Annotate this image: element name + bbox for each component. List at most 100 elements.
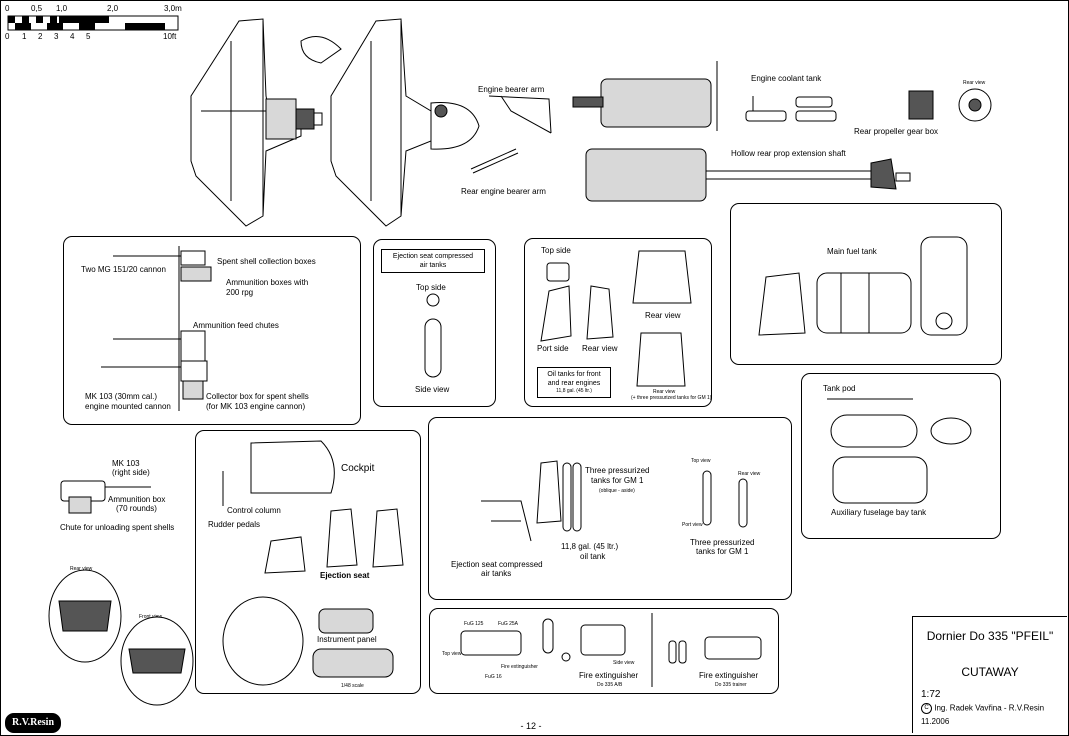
label-gm1-tanks-b-2: tanks for GM 1	[696, 547, 749, 556]
canopy-part	[300, 36, 342, 64]
label-gm1-oblique: (oblique - aside)	[599, 488, 635, 494]
scale-bar-graphic	[7, 15, 179, 31]
label-main-fuel-tank: Main fuel tank	[827, 247, 877, 256]
label-oil-rear-view: Rear view	[582, 344, 618, 353]
scale-imperial-tick: 3	[54, 32, 59, 41]
rear-propeller-gear-box	[908, 88, 992, 122]
label-seat-rear-view: Rear view	[738, 471, 761, 477]
label-engine-coolant-tank: Engine coolant tank	[751, 74, 822, 83]
label-seat-port-view: Port view	[682, 522, 703, 528]
label-spent-shell-boxes: Spent shell collection boxes	[217, 257, 316, 266]
label-mk103-mounted: engine mounted cannon	[85, 402, 171, 411]
ejection-seat-panel	[428, 417, 792, 600]
label-seat-oil-tank-2: oil tank	[580, 552, 606, 561]
scale-imperial-tick: 10ft	[163, 32, 177, 41]
label-seat-top-view: Top view	[691, 458, 711, 464]
label-mk103: MK 103 (30mm cal.)	[85, 392, 158, 401]
title-date: 11.2006	[921, 717, 950, 726]
scale-imperial-tick: 0	[5, 32, 10, 41]
title-aircraft-name: Dornier Do 335 "PFEIL"	[926, 629, 1054, 643]
title-scale: 1:72	[921, 689, 941, 700]
label-rear-view: Rear view	[963, 80, 986, 86]
title-subtitle: CUTAWAY	[961, 665, 1019, 679]
scale-metric-tick: 0,5	[31, 4, 43, 13]
engine-bearer-arm	[488, 95, 552, 134]
label-feed-chutes: Ammunition feed chutes	[193, 321, 279, 330]
label-ammo-rounds: (70 rounds)	[116, 504, 157, 513]
label-fug25a: FuG 25A	[498, 621, 519, 627]
scale-imperial-tick: 5	[86, 32, 91, 41]
label-fire-top-view: Top view	[442, 651, 462, 657]
label-fire-ext-trainer-note: Do 335 trainer	[715, 682, 747, 688]
scale-imperial-tick: 2	[38, 32, 43, 41]
label-gm1-tanks-b: Three pressurized	[690, 538, 755, 547]
label-seat-oil-tank: 11,8 gal. (45 ltr.)	[561, 542, 619, 551]
copyright-icon: C	[921, 703, 932, 714]
rear-engine-with-shaft	[585, 148, 911, 202]
label-cockpit-front-view: Front view	[139, 614, 163, 620]
label-spent-chute: Chute for unloading spent shells	[60, 523, 175, 532]
scale-metric-tick: 3,0m	[164, 4, 182, 13]
label-gm1-note: (+ three pressurized tanks for GM 1)	[631, 395, 712, 401]
label-fire-side-view: Side view	[613, 660, 635, 666]
label-fire-ext-trainer: Fire extinguisher	[699, 671, 759, 680]
scale-metric-tick: 2,0	[107, 4, 119, 13]
label-collector-box-note: (for MK 103 engine cannon)	[206, 402, 306, 411]
label-port-side: Port side	[537, 344, 569, 353]
rv-resin-logo: R.V.Resin	[5, 713, 61, 733]
label-scale-note: 1/48 scale	[341, 683, 364, 689]
label-two-mg: Two MG 151/20 cannon	[81, 265, 166, 274]
air-tanks-title: Ejection seat compressed air tanks	[381, 249, 485, 273]
scale-imperial-tick: 1	[22, 32, 27, 41]
label-fug125: FuG 125	[464, 621, 484, 627]
label-fire-ext-ab: Fire extinguisher	[579, 671, 639, 680]
oil-tanks-caption: Oil tanks for front and rear engines 11,…	[537, 367, 611, 398]
label-oil-rear-view-2: Rear view	[645, 311, 681, 320]
label-ammo-boxes-rpg: 200 rpg	[226, 288, 254, 297]
label-collector-box: Collector box for spent shells	[206, 392, 309, 401]
label-gm1-tanks: Three pressurized	[585, 466, 650, 475]
label-right-side: (right side)	[112, 468, 150, 477]
tank-pod-panel	[801, 373, 1001, 539]
label-side-view: Side view	[415, 385, 450, 394]
label-control-column: Control column	[227, 506, 281, 515]
title-author: C Ing. Radek Vavřina - R.V.Resin	[921, 703, 1044, 714]
airframe-plan-view-2	[330, 18, 480, 227]
label-engine-bearer-arm: Engine bearer arm	[478, 85, 545, 94]
rear-engine-bearer-arm	[470, 148, 519, 174]
label-cockpit-rear-view: Rear view	[70, 566, 93, 572]
label-hollow-shaft: Hollow rear prop extension shaft	[731, 149, 846, 158]
label-aux-tank: Auxiliary fuselage bay tank	[831, 508, 927, 517]
label-tank-pod: Tank pod	[823, 384, 856, 393]
label-fug16: FuG 16	[485, 674, 502, 680]
label-oil-rear-view-3: Rear view	[653, 389, 676, 395]
page-number: - 12 -	[520, 721, 542, 731]
label-top-side: Top side	[416, 283, 446, 292]
author-name: Ing. Radek Vavřina - R.V.Resin	[934, 703, 1045, 713]
label-fire-ext-small: Fire extinguisher	[501, 664, 538, 670]
label-ammo-box: Ammunition box	[108, 495, 166, 504]
label-rudder-pedals: Rudder pedals	[208, 520, 261, 529]
title-block: Dornier Do 335 "PFEIL" CUTAWAY 1:72 C In…	[912, 616, 1067, 733]
label-mk103-side: MK 103	[112, 459, 140, 468]
label-rear-gear-box: Rear propeller gear box	[854, 127, 939, 136]
label-ejection-seat: Ejection seat	[320, 571, 370, 580]
airframe-plan-view-1	[190, 18, 323, 227]
label-gm1-tanks-2: tanks for GM 1	[591, 476, 644, 485]
scale-metric-tick: 1,0	[56, 4, 68, 13]
scale-imperial-tick: 4	[70, 32, 75, 41]
cannon-panel	[63, 236, 361, 425]
label-ammo-boxes: Ammunition boxes with	[226, 278, 309, 287]
label-oil-top-side: Top side	[541, 246, 571, 255]
engine-coolant-tank	[745, 96, 837, 122]
